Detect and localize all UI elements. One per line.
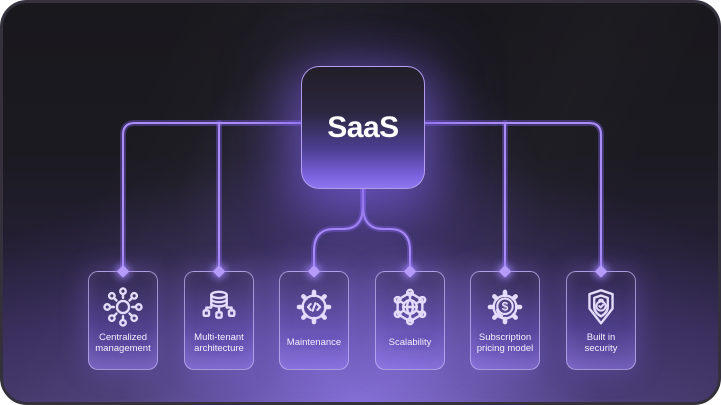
node-label: Scalability bbox=[388, 337, 432, 348]
gear-code-icon bbox=[296, 289, 332, 325]
connector-cores bbox=[121, 121, 603, 270]
node-maintenance: Maintenance bbox=[279, 265, 349, 370]
node-multi-tenant-architecture: Multi-tenant architecture bbox=[184, 265, 254, 370]
dollar-glyph: $ bbox=[502, 299, 509, 313]
node-subscription-pricing-model: $ Subscription pricing model bbox=[470, 265, 540, 370]
hub-network-icon bbox=[103, 287, 143, 327]
root-title: SaaS bbox=[327, 110, 399, 144]
node-label: Subscription pricing model bbox=[476, 331, 534, 354]
node-label: Built in security bbox=[584, 331, 618, 354]
node-label: Multi-tenant architecture bbox=[194, 331, 244, 354]
database-tenants-icon bbox=[202, 290, 236, 319]
network-globe-icon bbox=[393, 288, 427, 326]
shield-lock-icon bbox=[588, 289, 614, 325]
root-node-saas: SaaS bbox=[301, 66, 425, 189]
node-label: Centralized management bbox=[95, 331, 151, 354]
gear-dollar-icon: $ bbox=[487, 289, 523, 325]
node-built-in-security: Built in security bbox=[566, 265, 636, 370]
connector-lines bbox=[120, 120, 604, 271]
node-centralized-management: Centralized management bbox=[88, 265, 158, 370]
node-label: Maintenance bbox=[286, 337, 342, 348]
node-scalability: Scalability bbox=[375, 265, 445, 370]
